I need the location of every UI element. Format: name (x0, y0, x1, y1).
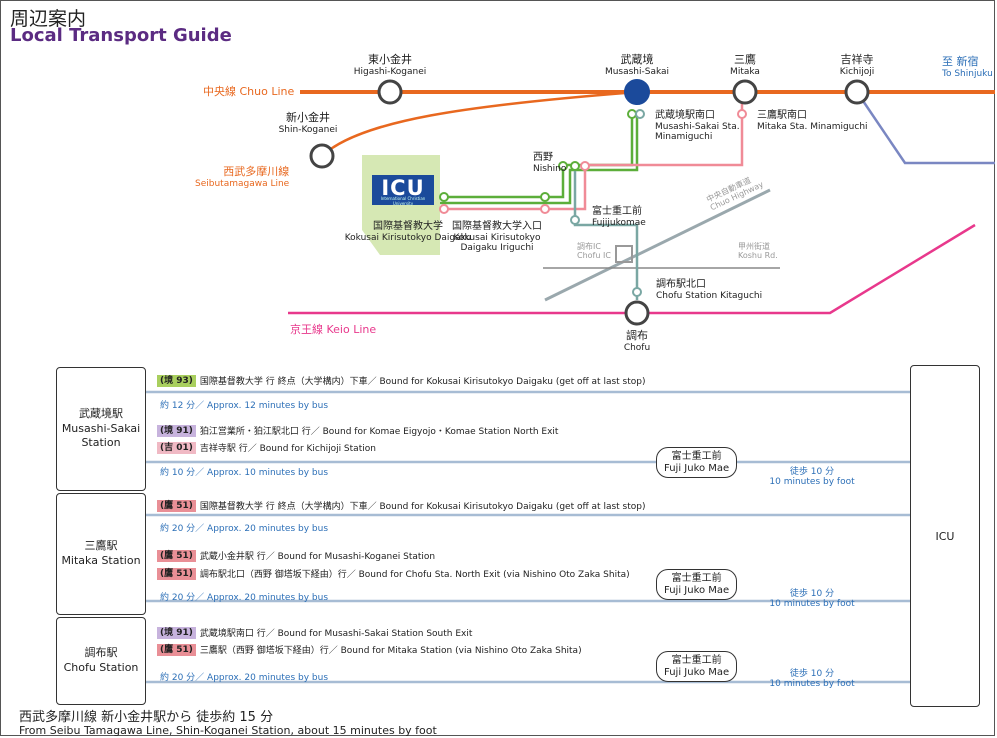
footer-note-ja: 西武多摩川線 新小金井駅から 徒歩約 15 分 (19, 710, 274, 725)
footer-note-en: From Seibu Tamagawa Line, Shin-Koganei S… (19, 724, 437, 737)
stop-musashi-minami-b (635, 109, 645, 119)
label-musashi-minami: 武蔵境駅南口 Musashi-Sakai Sta.Minamiguchi (655, 110, 740, 142)
station-higashi-koganei (377, 79, 403, 105)
stop-icu-b (439, 204, 449, 214)
station-shin-koganei (309, 143, 335, 169)
route-row: (境 93)国際基督教大学 行 終点（大学構内）下車／ Bound for Ko… (157, 374, 646, 387)
station-kichijoji (844, 79, 870, 105)
route-row: (吉 01)吉祥寺駅 行／ Bound for Kichijoji Statio… (157, 441, 376, 454)
route-row: (境 91)武蔵境駅南口 行／ Bound for Musashi-Sakai … (157, 626, 472, 639)
chofu-ic-box (615, 245, 633, 263)
station-musashi-sakai (624, 79, 650, 105)
keio-line (288, 223, 976, 315)
bus-route-green (440, 112, 634, 199)
bus-route-pink (440, 112, 744, 211)
destination-icu: ICU (910, 365, 980, 707)
stop-icu-iriguchi-b (540, 204, 550, 214)
stop-nishino-c (580, 161, 590, 171)
chuo-highway (544, 188, 771, 302)
page-title-en: Local Transport Guide (10, 25, 232, 46)
station-chofu (624, 300, 650, 326)
inokashira-line (855, 91, 995, 165)
stop-musashi-minami-a (627, 109, 637, 119)
travel-time: 約 12 分／ Approx. 12 minutes by bus (160, 401, 329, 411)
table-lines (146, 390, 910, 684)
page-title-ja: 周辺案内 (10, 8, 87, 30)
route-row: (鷹 51)調布駅北口（西野 御塔坂下経由）行／ Bound for Chofu… (157, 567, 630, 580)
route-row: (境 91)狛江営業所・狛江駅北口 行／ Bound for Komae Eig… (157, 424, 558, 437)
stop-icu-iriguchi-a (540, 192, 550, 202)
travel-time: 約 20 分／ Approx. 20 minutes by bus (160, 593, 329, 603)
label-chuo-line: 中央線 Chuo Line (203, 85, 295, 98)
seibu-line (321, 90, 638, 157)
route-row: (鷹 51)武蔵小金井駅 行／ Bound for Musashi-Kogane… (157, 549, 435, 562)
route-row: (鷹 51)三鷹駅（西野 御塔坂下経由）行／ Bound for Mitaka … (157, 643, 582, 656)
stop-mitaka-minami (737, 109, 747, 119)
travel-time: 約 20 分／ Approx. 20 minutes by bus (160, 524, 329, 534)
station-mitaka (732, 79, 758, 105)
bus-route-green2 (440, 112, 639, 205)
stop-nishino-b (570, 161, 580, 171)
stop-icu-a (439, 192, 449, 202)
label-mitaka-minami: 三鷹駅南口 Mitaka Sta. Minamiguchi (757, 110, 868, 132)
stop-nishino-a (558, 161, 568, 171)
stop-fujijukomae (570, 215, 580, 225)
route-row: (鷹 51)国際基督教大学 行 終点（大学構内）下車／ Bound for Ko… (157, 499, 646, 512)
label-keio-line: 京王線 Keio Line (290, 323, 377, 336)
bus-route-teal (573, 170, 639, 300)
travel-time: 約 20 分／ Approx. 20 minutes by bus (160, 673, 329, 683)
travel-time: 約 10 分／ Approx. 10 minutes by bus (160, 468, 329, 478)
stop-chofu-kita (632, 287, 642, 297)
